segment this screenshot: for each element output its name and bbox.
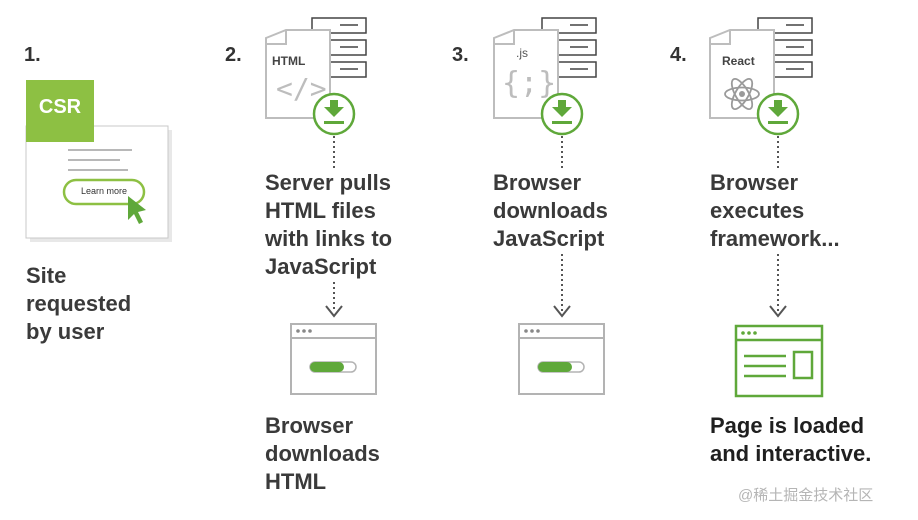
step3-line-1: Browser (493, 170, 582, 195)
step2-line-1: Server pulls (265, 170, 391, 195)
html-file-label: HTML (272, 54, 306, 68)
step2-text: Server pulls HTML files with links to Ja… (265, 169, 392, 281)
cursor-icon (128, 196, 146, 224)
step4-result-text: Page is loaded and interactive. (710, 412, 871, 468)
browser-window-loading-icon (290, 323, 377, 395)
arrow-head-icon (769, 305, 787, 318)
step2-line-2: HTML files (265, 198, 376, 223)
step4-line-3: framework... (710, 226, 840, 251)
html-file-symbol: </> (276, 72, 327, 105)
arrow-head-icon (553, 305, 571, 318)
step1-line-3: by user (26, 319, 105, 344)
js-file-symbol: {;} (502, 66, 557, 101)
step2-result-text: Browser downloads HTML (265, 412, 380, 496)
step4-result-line-2: and interactive. (710, 441, 872, 466)
step2-line-4: JavaScript (265, 254, 377, 279)
download-icon (756, 92, 800, 136)
step4-line-2: executes (710, 198, 805, 223)
download-icon (540, 92, 584, 136)
site-page-icon (25, 125, 172, 242)
step4-line-1: Browser (710, 170, 799, 195)
step4-result-line-1: Page is loaded (710, 413, 865, 438)
js-file-icon (493, 29, 559, 119)
step-number-1: 1. (24, 44, 41, 66)
step1-line-2: requested (26, 291, 132, 316)
step1-text: Site requested by user (26, 262, 131, 346)
browser-window-loaded-icon (734, 324, 824, 398)
react-file-label: React (722, 54, 755, 68)
step-number-3: 3. (452, 44, 469, 66)
csr-badge (26, 80, 94, 142)
step-number-4: 4. (670, 44, 687, 66)
step3-line-2: downloads (493, 198, 608, 223)
react-atom-icon (724, 78, 760, 110)
step2-result-line-2: downloads (265, 441, 380, 466)
html-file-icon (265, 29, 331, 119)
step3-text: Browser downloads JavaScript (493, 169, 608, 253)
browser-window-loading-icon (518, 323, 605, 395)
js-file-label: .js (516, 46, 528, 60)
learn-more-label: Learn more (80, 186, 128, 196)
step1-line-1: Site (26, 263, 67, 288)
watermark: @稀土掘金技术社区 (738, 487, 874, 504)
step2-line-3: with links to (265, 226, 393, 251)
arrow-head-icon (325, 305, 343, 318)
step3-line-3: JavaScript (493, 226, 605, 251)
step2-result-line-3: HTML (265, 469, 327, 494)
csr-badge-label: CSR (38, 96, 82, 118)
step2-result-line-1: Browser (265, 413, 354, 438)
step4-text: Browser executes framework... (710, 169, 840, 253)
download-icon (312, 92, 356, 136)
step-number-2: 2. (225, 44, 242, 66)
